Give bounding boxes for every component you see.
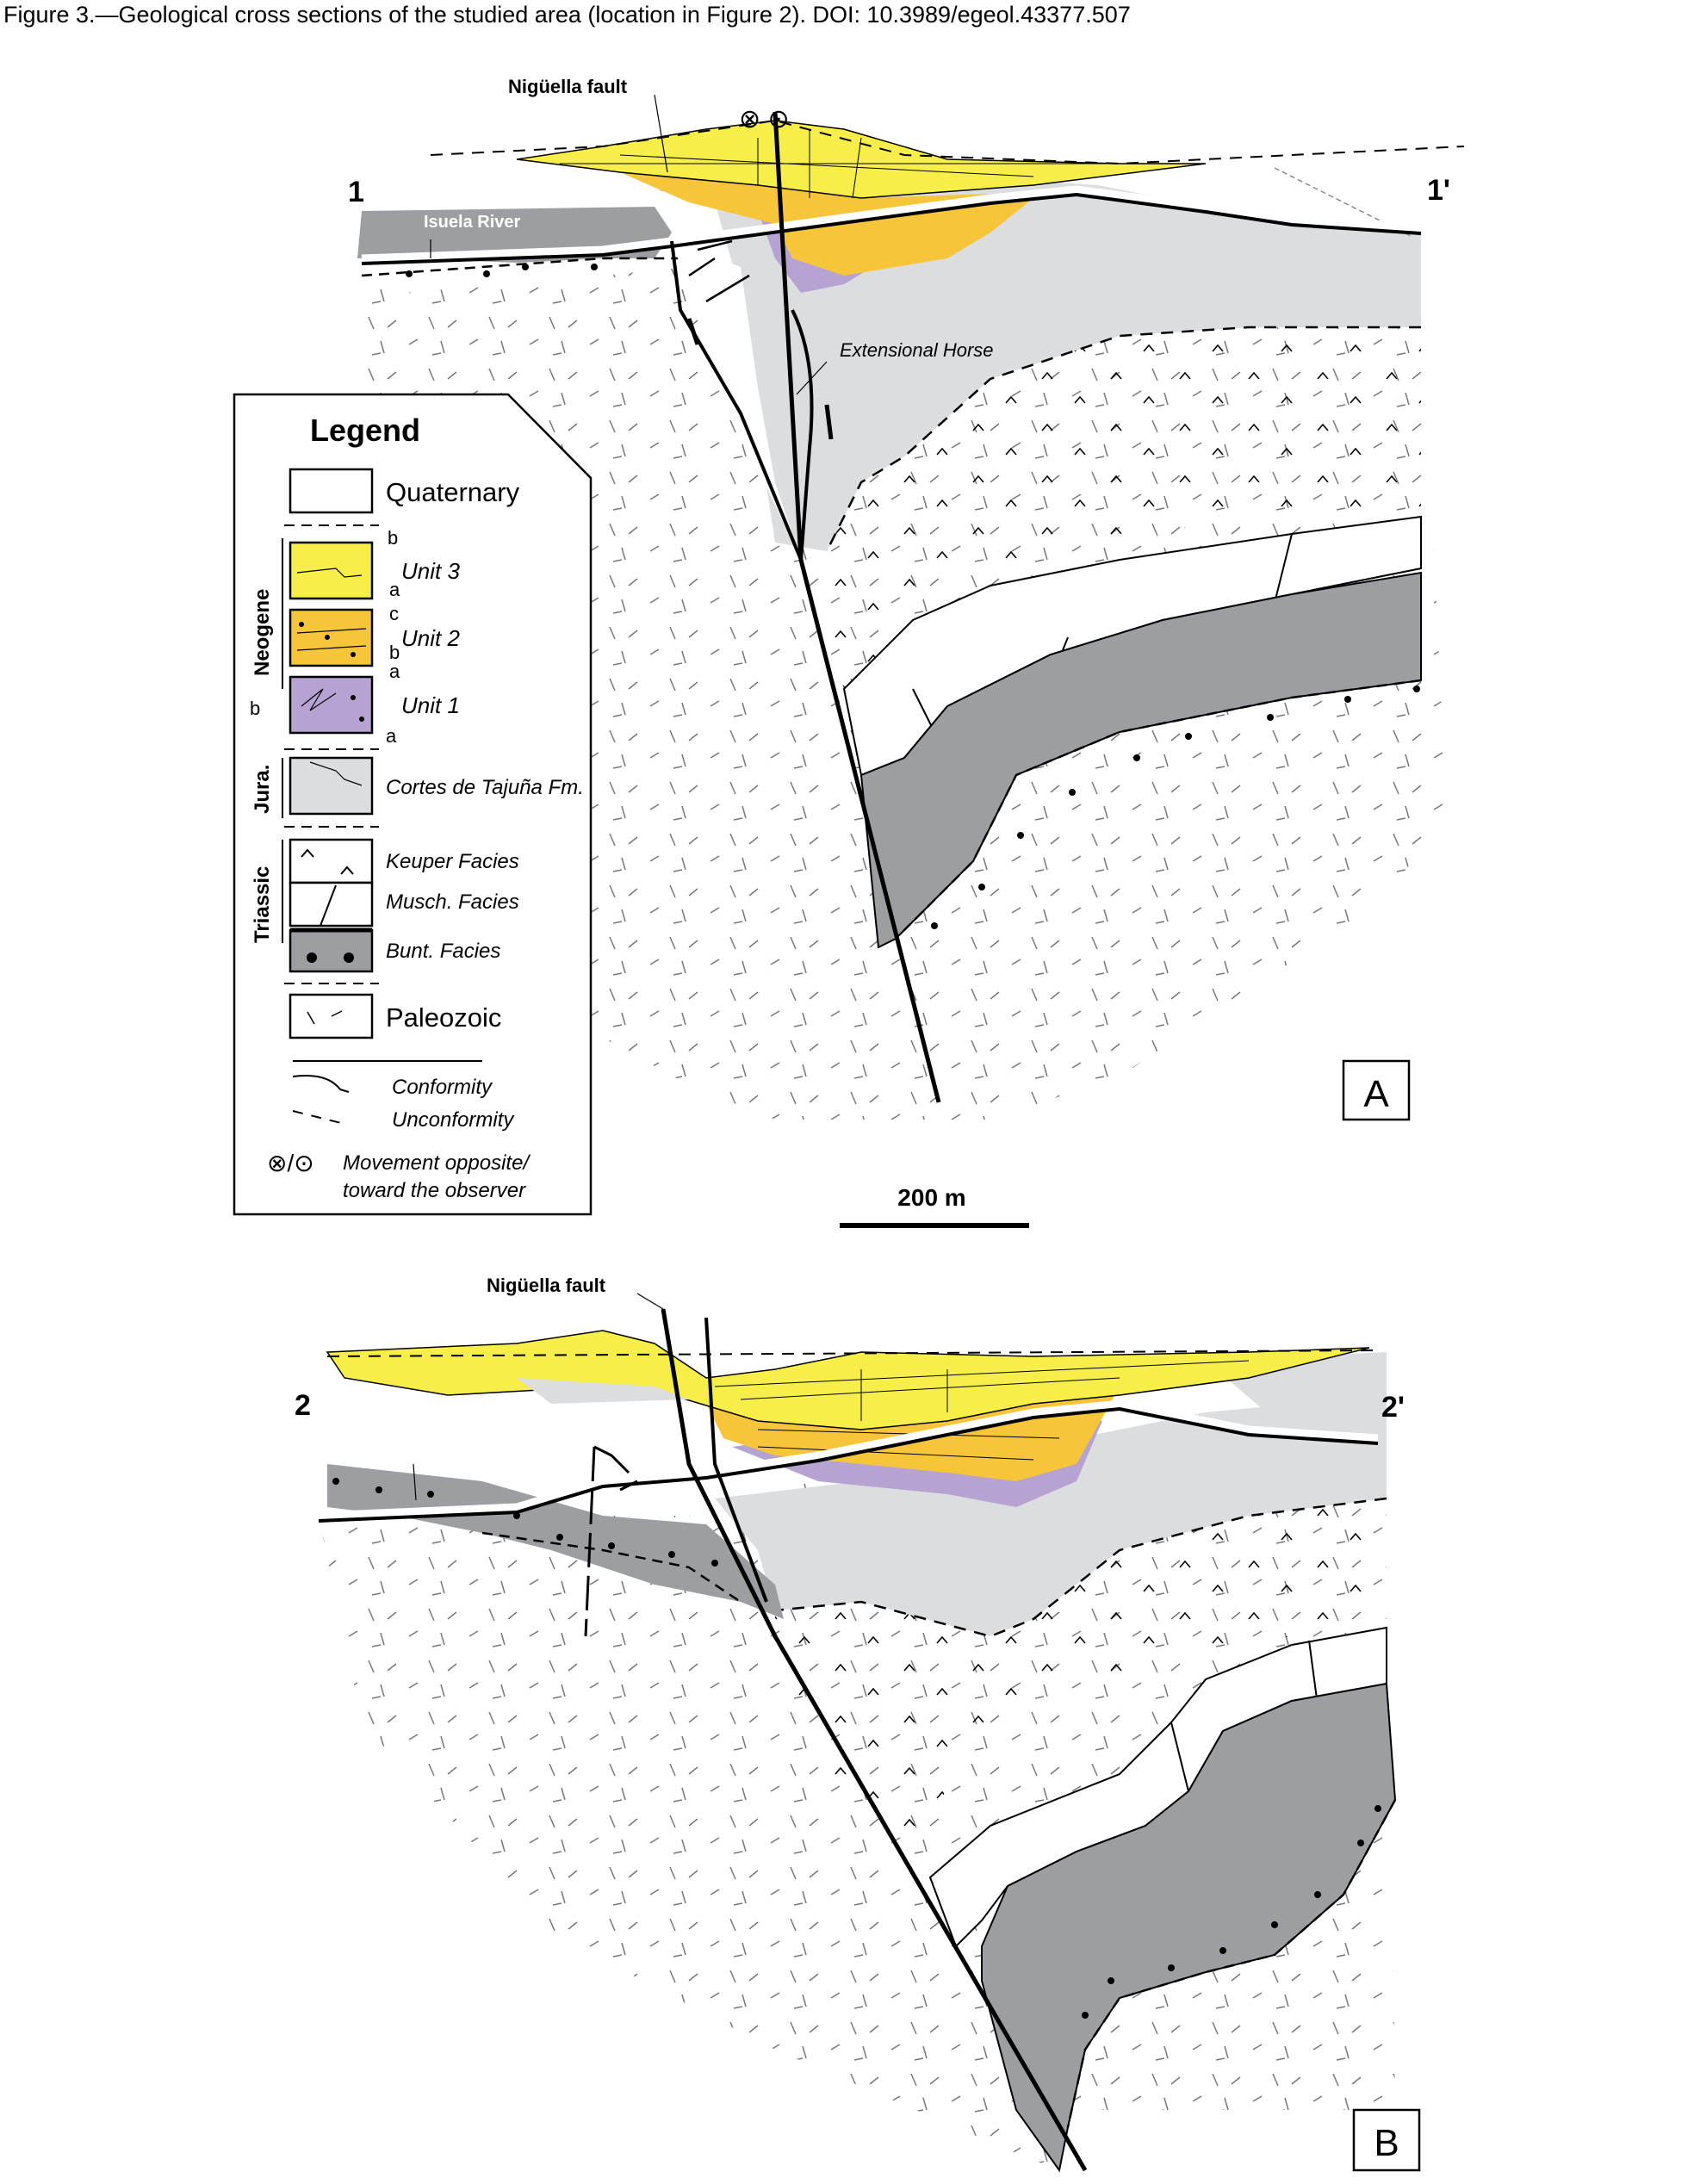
legend-unit2-a: a — [389, 661, 400, 682]
section-a-fault-label: Nigüella fault — [508, 76, 628, 97]
section-a-panel-frame — [1342, 1059, 1411, 1121]
legend-unit3-b: b — [388, 527, 398, 549]
section-a-movement-symbols: ⊗ ⊙ — [739, 105, 790, 133]
legend-jurassic-group: Jura. — [251, 765, 274, 814]
section-b-left-buntsandstein — [327, 1464, 784, 1619]
legend-movement-symbol: ⊗/⊙ — [267, 1150, 314, 1176]
figure-caption: Figure 3.—Geological cross sections of t… — [3, 2, 1131, 28]
legend-movement-line1: Movement opposite/ — [343, 1151, 531, 1175]
legend-paleozoic: Paleozoic — [386, 1002, 501, 1033]
legend-unit1-b: b — [250, 698, 260, 719]
legend-unit3: Unit 3 — [401, 558, 460, 584]
legend-unit3-a: a — [389, 579, 400, 600]
scale-bar: 200 m — [840, 1184, 1029, 1228]
section-b: Nigüella fault 2 2' Isuela River B — [295, 1275, 1421, 2173]
section-b-panel-label: B — [1374, 2122, 1399, 2164]
legend-movement-line2: toward the observer — [343, 1179, 526, 1202]
section-a-horse-label: Extensional Horse — [840, 339, 994, 361]
section-b-niguella-fault — [661, 1308, 1088, 2172]
section-b-river-label: Isuela River — [334, 1445, 431, 1464]
legend-unit2: Unit 2 — [401, 625, 460, 651]
section-a-right-label: 1' — [1427, 174, 1450, 207]
section-a-river-label: Isuela River — [424, 213, 521, 232]
legend-unconformity: Unconformity — [392, 1108, 515, 1132]
section-b-right-label: 2' — [1381, 1391, 1405, 1424]
section-a-panel-label: A — [1363, 1073, 1389, 1115]
legend-neogene-group: Neogene — [251, 589, 274, 676]
legend-conformity: Conformity — [392, 1076, 493, 1099]
section-b-panel-frame — [1352, 2108, 1421, 2172]
legend-unit2-c: c — [389, 603, 399, 624]
section-b-fault-label: Nigüella fault — [487, 1275, 606, 1296]
legend-title: Legend — [310, 413, 420, 448]
legend-cortes: Cortes de Tajuña Fm. — [386, 776, 584, 799]
legend-unit2-b: b — [389, 642, 400, 663]
section-a-left-label: 1 — [348, 176, 364, 208]
legend-triassic-group: Triassic — [251, 866, 274, 943]
section-a: Nigüella fault ⊗ ⊙ 1 1' Isuela River Ext… — [348, 76, 1465, 1121]
section-b-left-label: 2 — [295, 1389, 311, 1422]
scale-bar-label: 200 m — [897, 1184, 965, 1211]
legend-unit1: Unit 1 — [401, 692, 460, 718]
legend-unit1-a: a — [386, 725, 397, 747]
legend-quaternary: Quaternary — [386, 477, 520, 507]
legend-keuper: Keuper Facies — [386, 850, 519, 873]
legend-musch: Musch. Facies — [386, 890, 519, 914]
legend-bunt: Bunt. Facies — [386, 940, 500, 963]
legend: Legend Quaternary Neogene Unit 3 b a Uni… — [233, 393, 593, 1216]
section-b-jurassic — [715, 1395, 1387, 1636]
